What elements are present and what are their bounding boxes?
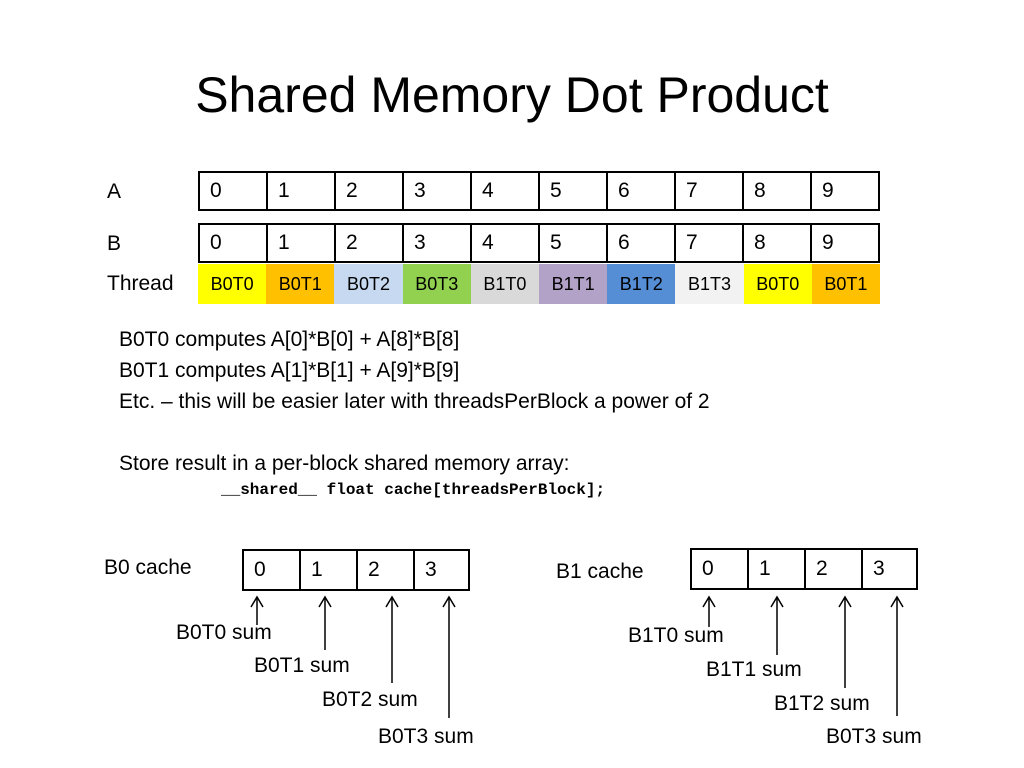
array-b-label: B (107, 232, 122, 255)
array-a-cell: 6 (606, 171, 674, 211)
b1-cache: 0 1 2 3 (690, 548, 918, 590)
b0-sum-label: B0T0 sum (176, 621, 272, 644)
arrow-b1t1 (770, 595, 784, 655)
array-b-cell: 4 (470, 223, 538, 263)
array-a-label: A (107, 180, 122, 203)
array-a-cell: 3 (402, 171, 470, 211)
b1-sum-label: B0T3 sum (826, 725, 922, 748)
b0-cache: 0 1 2 3 (242, 549, 470, 591)
arrow-b0t0 (250, 595, 264, 625)
array-a-cell: 1 (266, 171, 334, 211)
body-line: B0T1 computes A[1]*B[1] + A[9]*B[9] (119, 359, 460, 382)
thread-label: Thread (107, 272, 174, 295)
b1-cache-cell: 3 (861, 548, 918, 590)
thread-cell: B0T0 (198, 264, 267, 304)
thread-cell: B1T2 (607, 264, 676, 304)
arrow-b0t2 (385, 595, 399, 683)
array-a-cell: 8 (742, 171, 810, 211)
arrow-b0t3 (442, 595, 456, 718)
b0-sum-label: B0T1 sum (254, 654, 350, 677)
body-line: B0T0 computes A[0]*B[0] + A[8]*B[8] (119, 328, 460, 351)
b0-sum-label: B0T3 sum (378, 725, 474, 748)
array-b-cell: 3 (402, 223, 470, 263)
thread-cell: B0T2 (334, 264, 403, 304)
thread-cell: B0T3 (402, 264, 471, 304)
array-b-cell: 7 (674, 223, 742, 263)
thread-cell: B0T1 (266, 264, 335, 304)
array-b-cell: 5 (538, 223, 606, 263)
b1-cache-label: B1 cache (556, 560, 644, 583)
array-b-cell: 6 (606, 223, 674, 263)
b0-cache-cell: 2 (356, 549, 413, 591)
array-a-cell: 4 (470, 171, 538, 211)
code-snippet: __shared__ float cache[threadsPerBlock]; (221, 481, 606, 499)
b1-sum-label: B1T0 sum (628, 624, 724, 647)
b0-cache-cell: 0 (242, 549, 299, 591)
array-b-cell: 1 (266, 223, 334, 263)
thread-cell: B1T1 (539, 264, 608, 304)
slide-title: Shared Memory Dot Product (195, 67, 829, 123)
b0-cache-cell: 1 (299, 549, 356, 591)
b1-cache-cell: 2 (804, 548, 861, 590)
array-b-cell: 8 (742, 223, 810, 263)
thread-cell: B0T1 (811, 264, 881, 304)
b0-cache-cell: 3 (413, 549, 470, 591)
array-a: 0 1 2 3 4 5 6 7 8 9 (198, 171, 880, 211)
b0-sum-label: B0T2 sum (322, 688, 418, 711)
array-b-cell: 0 (198, 223, 266, 263)
arrow-b1t0 (702, 595, 716, 627)
thread-cell: B1T0 (470, 264, 540, 304)
array-b-cell: 9 (810, 223, 880, 263)
b1-sum-label: B1T1 sum (706, 658, 802, 681)
body-line: Store result in a per-block shared memor… (119, 452, 570, 475)
thread-cell: B1T3 (675, 264, 744, 304)
b1-sum-label: B1T2 sum (774, 692, 870, 715)
arrow-b0t1 (318, 595, 332, 650)
array-b: 0 1 2 3 4 5 6 7 8 9 (198, 223, 880, 263)
b1-cache-cell: 1 (747, 548, 804, 590)
arrow-b1t2 (838, 595, 852, 688)
array-a-cell: 7 (674, 171, 742, 211)
array-b-cell: 2 (334, 223, 402, 263)
thread-row: B0T0 B0T1 B0T2 B0T3 B1T0 B1T1 B1T2 B1T3 … (198, 264, 881, 304)
arrow-b1t3 (890, 595, 904, 716)
thread-cell: B0T0 (743, 264, 812, 304)
array-a-cell: 5 (538, 171, 606, 211)
array-a-cell: 9 (810, 171, 880, 211)
array-a-cell: 2 (334, 171, 402, 211)
b0-cache-label: B0 cache (104, 556, 192, 579)
body-line: Etc. – this will be easier later with th… (119, 390, 710, 413)
b1-cache-cell: 0 (690, 548, 747, 590)
array-a-cell: 0 (198, 171, 266, 211)
